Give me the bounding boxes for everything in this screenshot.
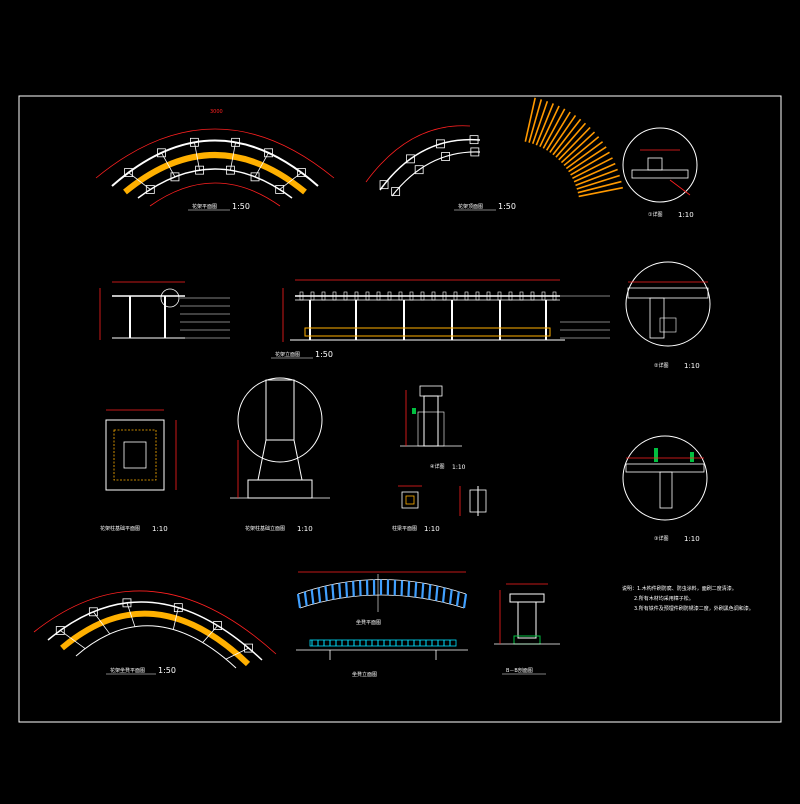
plan-b-scale: 1:50 [498, 202, 516, 211]
detail-4-scale: 1:10 [452, 464, 466, 471]
base-section-scale: 1:10 [297, 525, 313, 533]
detail-3-title: ③详图 [654, 535, 668, 542]
bench-slat [402, 580, 403, 595]
detail-4-anchor [412, 408, 416, 414]
detail-3-rebar-right [690, 452, 694, 462]
detail-2-scale: 1:10 [684, 362, 700, 370]
plan-a-title: 花架平面图 [192, 203, 217, 210]
bench-slat [339, 583, 340, 598]
detail-3-rebar-left [654, 448, 658, 462]
note-3: 3.所有铁件及预埋件刷防锈漆二度，外刷黑色调和漆。 [634, 605, 754, 612]
bench-slat [422, 583, 423, 598]
bench-slat [332, 584, 333, 599]
bench-elev-title: 坐凳立面图 [352, 671, 377, 678]
bench-slat [429, 584, 430, 599]
base-plan-title: 花架柱基础平面图 [100, 525, 140, 532]
detail-4-title: ④详图 [430, 463, 444, 470]
base-section-title: 花架柱基础立面图 [245, 525, 285, 532]
joint-plan-scale: 1:10 [424, 525, 440, 533]
section-title: B－B剖面图 [506, 667, 533, 674]
note-1: 说明：1.木构件刷防腐、防虫涂料，面刷二度清漆。 [622, 585, 737, 592]
bench-plan-title: 坐凳平面图 [356, 619, 381, 626]
plan-a-scale: 1:50 [232, 202, 250, 211]
bench-slat [346, 582, 347, 597]
bench-plan-title: 花架坐凳平面图 [110, 667, 145, 674]
plan-b-title: 花架顶面图 [458, 203, 483, 210]
bench-slat [415, 582, 416, 597]
bench-slat [408, 581, 409, 596]
detail-1-scale: 1:10 [678, 211, 694, 219]
bench-slat [443, 588, 445, 603]
joint-plan-title: 柱梁平面图 [392, 525, 417, 532]
detail-2-title: ②详图 [654, 362, 668, 369]
bench-slat [325, 586, 326, 601]
bench-slat [319, 588, 321, 603]
base-plan-scale: 1:10 [152, 525, 168, 533]
bench-plan-scale: 1:50 [158, 666, 176, 675]
note-2: 2.所有木材均采用樟子松。 [634, 595, 694, 602]
detail-1-title: ①详图 [648, 211, 662, 218]
bench-slat [436, 586, 437, 601]
elevation-scale: 1:50 [315, 350, 333, 359]
detail-3-scale: 1:10 [684, 535, 700, 543]
elevation-title: 花架立面图 [275, 351, 300, 358]
bench-slat [360, 580, 361, 595]
plan-a-dim-top: 3000 [210, 109, 223, 115]
bench-slat [353, 581, 354, 596]
